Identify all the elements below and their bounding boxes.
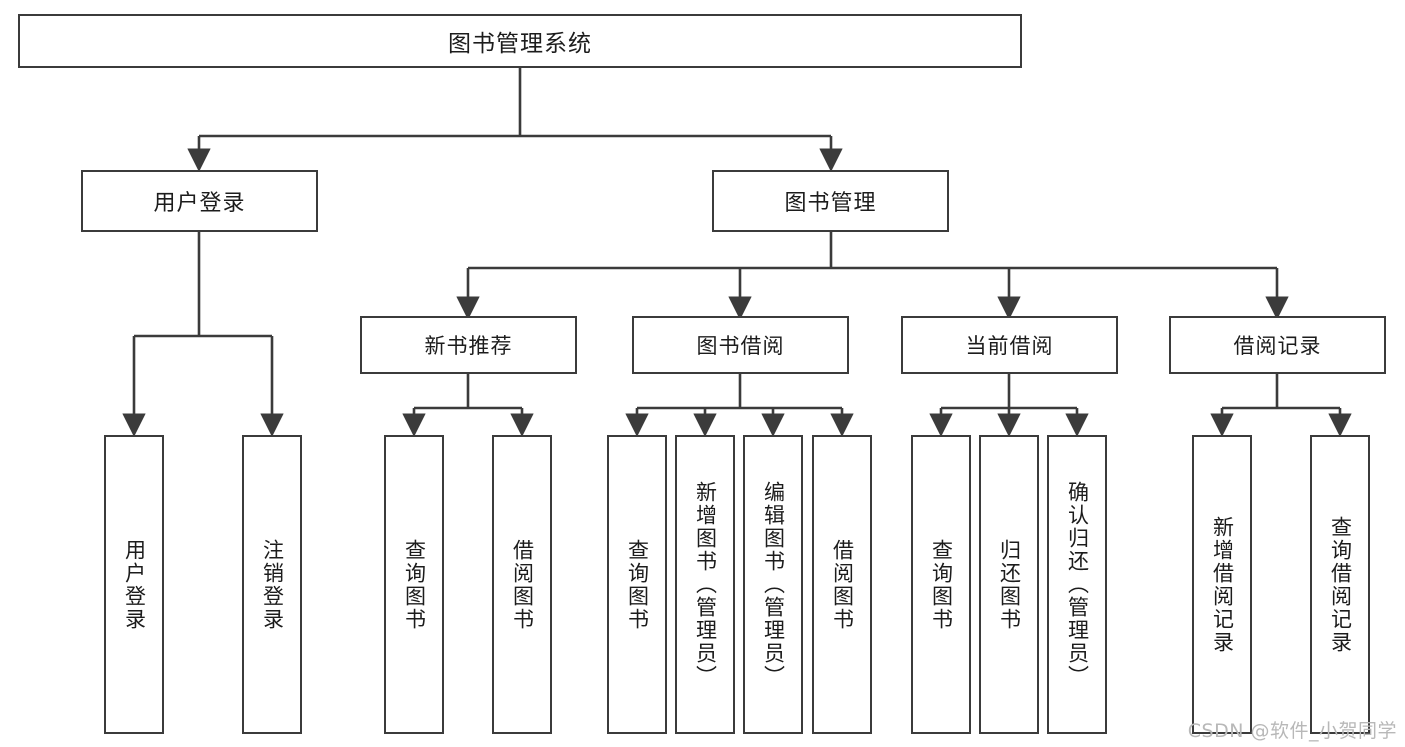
- leaf-label: 查询图书: [625, 538, 650, 631]
- leaf-user-login-logout[interactable]: 注销登录: [242, 435, 302, 734]
- node-user-login-label: 用户登录: [153, 191, 246, 216]
- leaf-label: 新增借阅记录: [1210, 515, 1235, 654]
- leaf-borrow-record-query[interactable]: 查询借阅记录: [1310, 435, 1370, 734]
- node-book-management[interactable]: 图书管理: [712, 170, 949, 232]
- leaf-book-borrow-edit[interactable]: 编辑图书（管理员）: [743, 435, 803, 734]
- node-new-book-recommend[interactable]: 新书推荐: [360, 316, 577, 374]
- node-borrow-record[interactable]: 借阅记录: [1169, 316, 1386, 374]
- leaf-book-borrow-query[interactable]: 查询图书: [607, 435, 667, 734]
- leaf-label: 编辑图书（管理员）: [761, 481, 786, 688]
- leaf-label: 查询图书: [402, 538, 427, 631]
- node-new-book-recommend-label: 新书推荐: [424, 334, 513, 358]
- leaf-label: 确认归还（管理员）: [1065, 481, 1090, 688]
- leaf-current-borrow-query[interactable]: 查询图书: [911, 435, 971, 734]
- node-root[interactable]: 图书管理系统: [18, 14, 1022, 68]
- leaf-new-book-borrow[interactable]: 借阅图书: [492, 435, 552, 734]
- leaf-label: 注销登录: [260, 538, 285, 631]
- node-user-login[interactable]: 用户登录: [81, 170, 318, 232]
- node-borrow-record-label: 借阅记录: [1233, 334, 1322, 358]
- node-book-borrow-label: 图书借阅: [696, 334, 785, 358]
- watermark: CSDN @软件_小贺同学: [1187, 720, 1397, 742]
- leaf-label: 用户登录: [122, 538, 147, 631]
- leaf-label: 归还图书: [997, 538, 1022, 631]
- leaf-label: 查询图书: [929, 538, 954, 631]
- node-current-borrow[interactable]: 当前借阅: [901, 316, 1118, 374]
- leaf-book-borrow-add[interactable]: 新增图书（管理员）: [675, 435, 735, 734]
- node-root-label: 图书管理系统: [448, 31, 592, 57]
- leaf-new-book-query[interactable]: 查询图书: [384, 435, 444, 734]
- leaf-book-borrow-borrow[interactable]: 借阅图书: [812, 435, 872, 734]
- node-book-borrow[interactable]: 图书借阅: [632, 316, 849, 374]
- leaf-label: 借阅图书: [510, 538, 535, 631]
- leaf-label: 借阅图书: [830, 538, 855, 631]
- node-book-management-label: 图书管理: [784, 191, 877, 216]
- leaf-label: 查询借阅记录: [1328, 515, 1353, 654]
- node-current-borrow-label: 当前借阅: [965, 334, 1054, 358]
- leaf-user-login-login[interactable]: 用户登录: [104, 435, 164, 734]
- leaf-label: 新增图书（管理员）: [693, 481, 718, 688]
- leaf-current-borrow-return[interactable]: 归还图书: [979, 435, 1039, 734]
- leaf-current-borrow-confirm-return[interactable]: 确认归还（管理员）: [1047, 435, 1107, 734]
- leaf-borrow-record-add[interactable]: 新增借阅记录: [1192, 435, 1252, 734]
